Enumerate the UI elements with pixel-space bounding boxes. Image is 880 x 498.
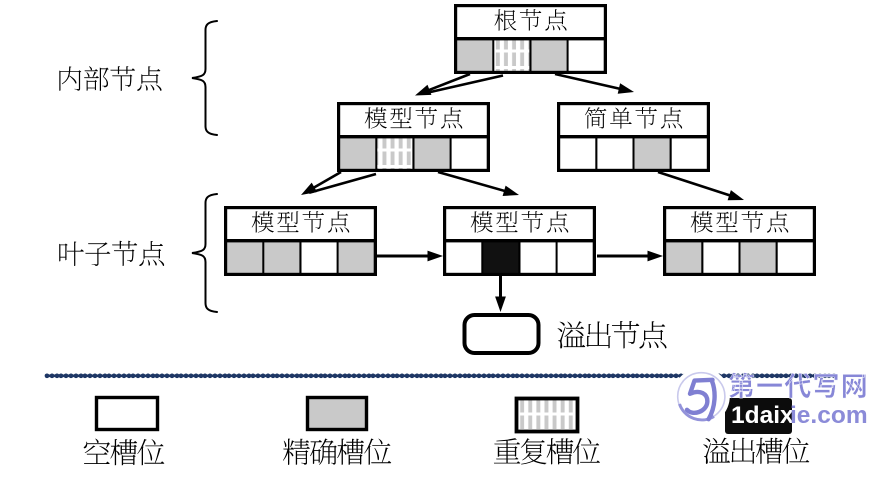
svg-text:ie.com: ie.com (790, 402, 868, 429)
svg-text:1daix: 1daix (731, 402, 794, 429)
